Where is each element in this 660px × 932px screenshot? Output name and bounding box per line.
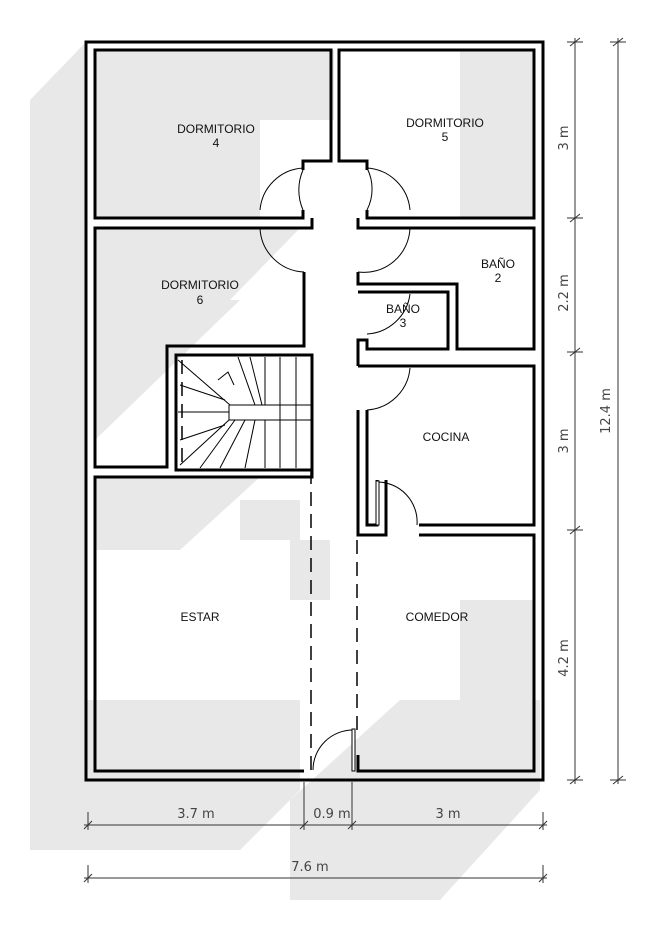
room-name-dormitorio-6: DORMITORIO — [161, 278, 239, 292]
dimension-total-height: 12.4 m — [599, 388, 614, 434]
room-name-estar: ESTAR — [180, 610, 219, 624]
dimension-cocina-height: 3 m — [557, 428, 572, 453]
dimension-total-width: 7.6 m — [291, 860, 328, 875]
room-number-bano-3: 3 — [400, 316, 407, 330]
doors — [259, 167, 418, 772]
dormitorio-4-walls — [93, 48, 333, 220]
room-number-bano-2: 2 — [495, 271, 502, 285]
stair-well — [174, 353, 314, 472]
background-shadow — [30, 42, 540, 900]
bano-3-walls — [356, 290, 450, 366]
dormitorio-5-walls — [337, 48, 536, 220]
room-name-dormitorio-4: DORMITORIO — [177, 122, 255, 136]
room-name-comedor: COMEDOR — [406, 610, 469, 624]
dimension-lines: 3 m 2.2 m 3 m 4.2 m 12.4 m 3.7 m 0.9 m 3… — [83, 37, 626, 883]
dimension-banos-height: 2.2 m — [557, 274, 572, 311]
room-name-cocina: COCINA — [423, 430, 470, 444]
room-name-bano-3: BAÑO — [386, 302, 420, 316]
door-bano-2 — [357, 227, 411, 273]
dimension-estar-width: 3.7 m — [177, 807, 214, 822]
door-dormitorio-5 — [366, 167, 373, 211]
door-comedor — [376, 481, 418, 526]
room-number-dormitorio-5: 5 — [442, 130, 449, 144]
stairs — [177, 356, 312, 469]
door-bano-3 — [366, 293, 411, 335]
walls — [84, 40, 545, 782]
dimension-dormitorios-height: 3 m — [557, 125, 572, 150]
estar-walls — [93, 467, 314, 773]
exterior-wall — [84, 40, 545, 782]
room-name-bano-2: BAÑO — [481, 257, 515, 271]
room-labels: DORMITORIO 4 DORMITORIO 5 DORMITORIO 6 B… — [161, 116, 515, 624]
room-number-dormitorio-4: 4 — [213, 136, 220, 150]
room-name-dormitorio-5: DORMITORIO — [406, 116, 484, 130]
door-dormitorio-4 — [298, 169, 304, 211]
cocina-outer-left-wall — [356, 410, 388, 537]
dimension-comedor-width: 3 m — [435, 807, 460, 822]
door-cocina — [366, 367, 411, 411]
door-dormitorio-6 — [259, 227, 305, 273]
bano-2-walls — [356, 218, 536, 351]
dormitorio-6-walls — [93, 218, 314, 469]
main-entrance-door — [312, 729, 354, 771]
room-number-dormitorio-6: 6 — [197, 293, 204, 307]
dimension-entrance-width: 0.9 m — [313, 807, 350, 822]
dimension-comedor-height: 4.2 m — [557, 639, 572, 676]
comedor-walls — [356, 533, 536, 773]
cocina-walls — [358, 364, 536, 527]
